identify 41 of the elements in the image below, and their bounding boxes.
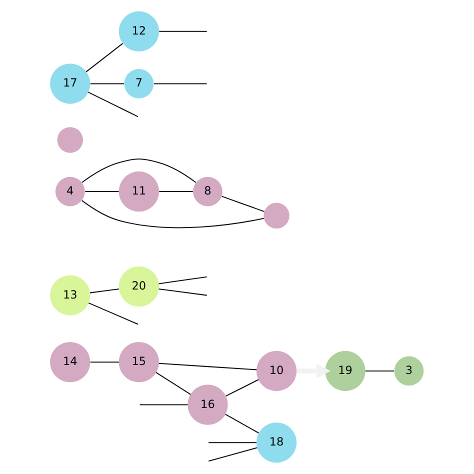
connector <box>85 191 119 192</box>
connector <box>82 158 196 183</box>
connector <box>159 30 207 32</box>
node-circle: 3 <box>394 356 424 386</box>
node-circle: 19 <box>325 350 366 392</box>
connector <box>88 302 138 325</box>
node-circle: 15 <box>118 342 160 382</box>
node-circle <box>57 127 83 153</box>
node-circle: 16 <box>188 384 228 425</box>
node-circle: 18 <box>256 422 297 463</box>
connector <box>90 288 120 294</box>
connector <box>156 372 191 395</box>
connector <box>90 83 124 84</box>
connector <box>208 442 256 444</box>
connector <box>158 276 207 284</box>
connector <box>140 404 188 406</box>
node-circle: 8 <box>193 176 222 206</box>
node-circle: 14 <box>50 342 90 382</box>
arrow <box>296 364 331 378</box>
node-circle: 7 <box>124 69 154 98</box>
node-circle: 20 <box>118 266 160 307</box>
connector <box>158 362 257 370</box>
node-circle <box>264 202 290 229</box>
connector <box>226 379 259 397</box>
connector <box>82 200 264 228</box>
connector <box>154 83 207 84</box>
connector <box>88 92 138 118</box>
connector <box>86 43 124 72</box>
node-circle: 10 <box>256 350 297 392</box>
node-circle: 12 <box>118 11 160 52</box>
connector <box>158 288 207 296</box>
node-circle: 17 <box>50 64 90 104</box>
node-circle: 13 <box>50 275 90 316</box>
connector <box>159 191 193 192</box>
node-circle: 4 <box>55 176 85 206</box>
connector <box>90 362 119 363</box>
connector <box>208 447 258 462</box>
node-circle: 11 <box>118 171 160 212</box>
connector <box>225 414 260 434</box>
connector <box>222 196 264 212</box>
connector <box>365 370 394 372</box>
